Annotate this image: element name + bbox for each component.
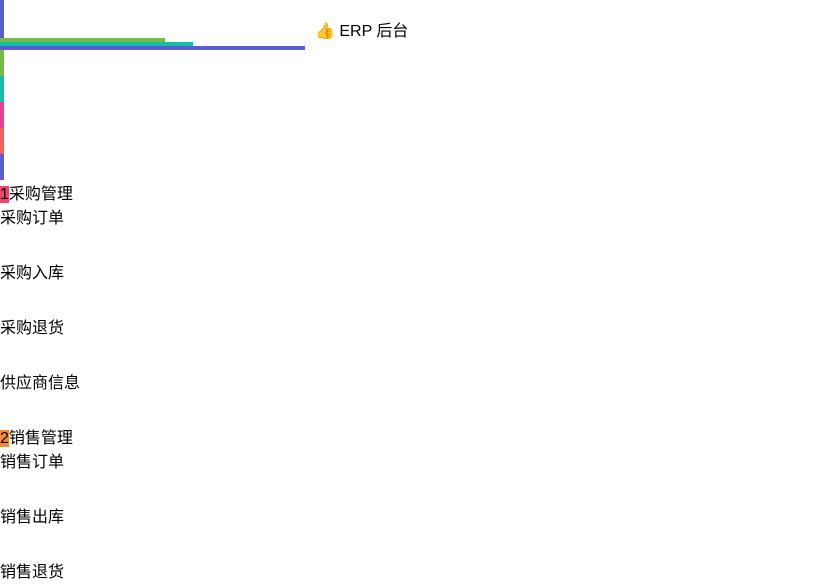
bus-segment-1: [0, 38, 165, 42]
leaf-node[interactable]: 销售订单: [0, 448, 112, 503]
stub-line-2: [0, 76, 4, 102]
stub-line-3: [0, 102, 4, 128]
leaf-label: 销售出库: [0, 509, 65, 526]
thumbs-up-icon: 👍: [315, 23, 335, 40]
branch-column-2: 2销售管理销售订单销售出库销售退货客户信息: [0, 424, 839, 588]
leaf-label: 采购订单: [0, 210, 65, 227]
leaf-label: 供应商信息: [0, 375, 81, 392]
stub-line-5: [0, 154, 4, 180]
branch-columns: 1采购管理采购订单采购入库采购退货供应商信息2销售管理销售订单销售出库销售退货客…: [0, 180, 839, 588]
bus-segment-3: [0, 46, 305, 50]
stub-line-4: [0, 128, 4, 154]
leaf-node[interactable]: 供应商信息: [0, 369, 118, 424]
leaf-node[interactable]: 采购订单: [0, 204, 118, 259]
root-node[interactable]: 👍 ERP 后台: [315, 17, 522, 84]
leaf-node[interactable]: 销售退货: [0, 558, 112, 588]
branch-spine-1: 采购订单采购入库采购退货供应商信息: [0, 204, 839, 424]
branch-title-2: 销售管理: [8, 430, 73, 447]
branch-spine-2: 销售订单销售出库销售退货客户信息: [0, 448, 839, 588]
leaf-label: 采购入库: [0, 265, 65, 282]
branch-badge-2: 2: [0, 430, 9, 447]
leaf-node[interactable]: 销售出库: [0, 503, 112, 558]
branch-header-2[interactable]: 2销售管理: [0, 424, 839, 448]
leaf-node[interactable]: 采购入库: [0, 259, 118, 314]
bus-segment-2: [0, 42, 193, 46]
branch-header-1[interactable]: 1采购管理: [0, 180, 839, 204]
leaf-label: 采购退货: [0, 320, 65, 337]
trunk-line: [0, 0, 4, 38]
root-title: ERP 后台: [339, 23, 409, 40]
leaf-node[interactable]: 采购退货: [0, 314, 118, 369]
branch-column-1: 1采购管理采购订单采购入库采购退货供应商信息: [0, 180, 839, 424]
leaf-label: 销售订单: [0, 454, 65, 471]
stub-line-1: [0, 50, 4, 76]
branch-title-1: 采购管理: [8, 186, 73, 203]
branch-badge-1: 1: [0, 186, 9, 203]
leaf-label: 销售退货: [0, 564, 65, 581]
connector-lines: [0, 0, 839, 180]
